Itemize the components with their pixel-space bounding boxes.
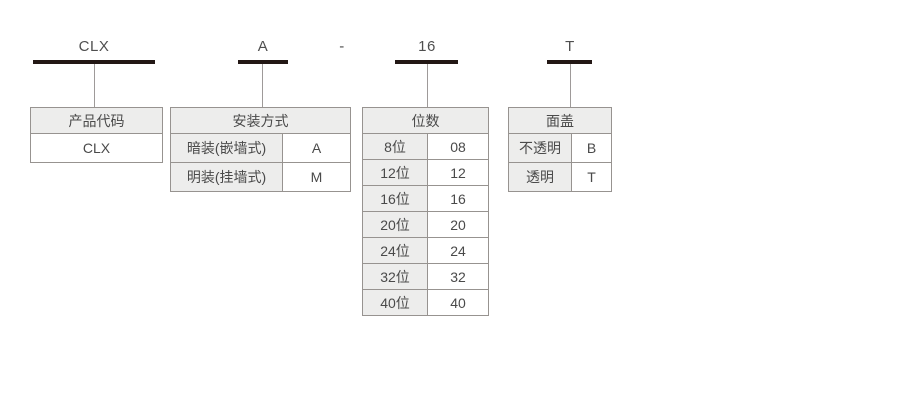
table-row: 12位 12 [362,159,489,186]
table-cell-value: 12 [427,159,489,186]
table-cell-key: 透明 [508,162,572,192]
table-cell-key: 8位 [362,133,428,160]
table-cell-value: 08 [427,133,489,160]
table-row: 32位 32 [362,263,489,290]
table-header: 位数 [362,107,489,134]
table-cell-value: 24 [427,237,489,264]
table-row: 24位 24 [362,237,489,264]
table-cell-key: 明装(挂墙式) [170,162,283,192]
table-header-row: 安装方式 [170,107,351,134]
ways-table: 位数 8位 08 12位 12 16位 16 20位 20 24位 24 32位… [362,107,489,316]
cover-table: 面盖 不透明 B 透明 T [508,107,612,192]
table-cell-value: 20 [427,211,489,238]
code-segment-mounting-label: A [257,38,269,55]
table-row: 暗装(嵌墙式) A [170,133,351,163]
table-cell-value: T [571,162,612,192]
table-cell: CLX [30,133,163,163]
table-cell-value: M [282,162,351,192]
table-cell-key: 暗装(嵌墙式) [170,133,283,163]
table-cell-key: 32位 [362,263,428,290]
table-header-row: 面盖 [508,107,612,134]
table-cell-key: 40位 [362,289,428,316]
code-segment-product-label: CLX [78,38,110,55]
code-segment-separator: - [339,38,345,55]
table-cell-key: 20位 [362,211,428,238]
table-header: 安装方式 [170,107,351,134]
table-header-row: 位数 [362,107,489,134]
table-row: 16位 16 [362,185,489,212]
table-row: 8位 08 [362,133,489,160]
product-code-table: 产品代码 CLX [30,107,163,163]
table-header-row: 产品代码 [30,107,163,134]
table-cell-key: 16位 [362,185,428,212]
table-row: 透明 T [508,162,612,192]
connector-line-cover [570,64,571,107]
underline-bar-cover [547,60,592,64]
mounting-table: 安装方式 暗装(嵌墙式) A 明装(挂墙式) M [170,107,351,192]
underline-bar-ways [395,60,458,64]
underline-bar-mounting [238,60,288,64]
code-segment-cover-label: T [565,38,575,55]
table-row: 明装(挂墙式) M [170,162,351,192]
table-cell-value: 16 [427,185,489,212]
table-row: 不透明 B [508,133,612,163]
table-row: CLX [30,133,163,163]
table-row: 20位 20 [362,211,489,238]
table-cell-value: B [571,133,612,163]
table-cell-value: A [282,133,351,163]
connector-line-ways [427,64,428,107]
code-segment-ways-label: 16 [418,38,436,55]
connector-line-product [94,64,95,107]
connector-line-mounting [262,64,263,107]
table-cell-key: 24位 [362,237,428,264]
table-row: 40位 40 [362,289,489,316]
table-header: 产品代码 [30,107,163,134]
underline-bar-product [33,60,155,64]
table-header: 面盖 [508,107,612,134]
table-cell-key: 不透明 [508,133,572,163]
table-cell-key: 12位 [362,159,428,186]
table-cell-value: 32 [427,263,489,290]
table-cell-value: 40 [427,289,489,316]
